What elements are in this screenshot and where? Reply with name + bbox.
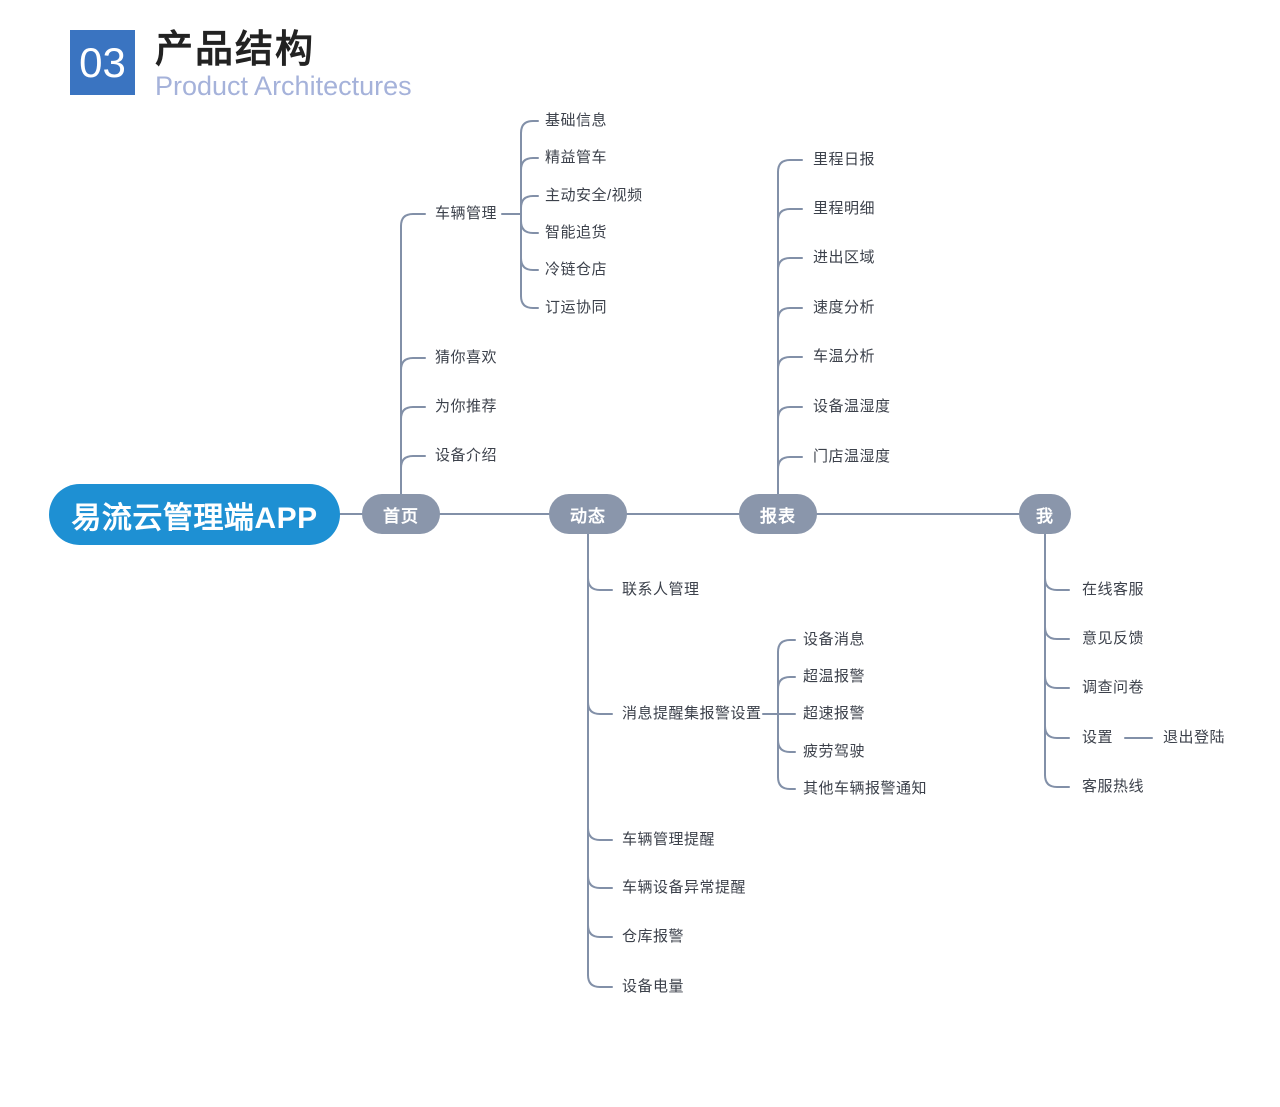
mindmap-node-label: 车辆设备异常提醒 [622,879,747,896]
connector-line [587,924,613,938]
mindmap-node-label: 车辆管理提醒 [622,831,716,848]
title-block: 产品结构 Product Architectures [155,29,412,102]
tab-node: 报表 [739,494,817,534]
mindmap-node-label: 仓库报警 [622,928,685,945]
connector-line [777,208,803,222]
mindmap-node-label: 里程明细 [813,200,876,217]
connector-line [520,295,539,309]
mindmap-node-label: 意见反馈 [1082,630,1145,647]
tab-node: 动态 [549,494,627,534]
connector-line [1044,577,1070,591]
section-number-badge: 03 [70,30,135,95]
connector-line [520,257,539,271]
mindmap-node-label: 基础信息 [545,112,608,129]
connector-line [587,701,613,715]
connector-line [400,213,426,227]
connector-line [400,455,426,469]
mindmap-node-label: 设备电量 [622,978,685,995]
connector-line [777,739,796,753]
connector-line [777,676,796,690]
tab-node: 首页 [362,494,440,534]
connector-line [587,827,613,841]
connector-line [777,307,803,321]
connector-line [777,406,803,420]
mindmap-node-label: 订运协同 [545,299,608,316]
connector-line [520,157,539,171]
connector-line [520,195,539,209]
connector-line [777,159,803,173]
mindmap-node-label: 超温报警 [803,668,866,685]
mindmap-node-label: 精益管车 [545,149,608,166]
connector-line [777,356,803,370]
connector-line [400,406,426,420]
connector-line [587,875,613,889]
slide-header: 03 产品结构 Product Architectures [70,29,412,102]
mindmap-node-label: 联系人管理 [622,581,700,598]
page-subtitle: Product Architectures [155,71,412,102]
mindmap-node-label: 超速报警 [803,705,866,722]
connector-line [400,357,426,371]
mindmap-node-label: 调查问卷 [1082,679,1145,696]
connector-line [587,577,613,591]
mindmap-node-label: 疲劳驾驶 [803,743,866,760]
page-title: 产品结构 [155,29,316,71]
connector-line [520,220,539,234]
connector-line [777,639,796,653]
mindmap-node-label: 速度分析 [813,299,876,316]
mindmap-node-label: 猜你喜欢 [435,349,498,366]
mindmap-node-label: 设置 [1082,729,1114,746]
mindmap-node-label: 客服热线 [1082,778,1145,795]
mindmap-node-label: 为你推荐 [435,398,498,415]
mindmap-node-label: 在线客服 [1082,581,1145,598]
root-node: 易流云管理端APP [49,484,340,545]
connector-line [777,257,803,271]
connector-line [777,456,803,470]
mindmap-node-label: 设备温湿度 [813,398,891,415]
mindmap-node-label: 车辆管理 [435,205,498,222]
connector-line [1044,675,1070,689]
mindmap-node-label: 设备消息 [803,631,866,648]
mindmap-node-label: 门店温湿度 [813,448,891,465]
mindmap-node-label: 退出登陆 [1163,729,1226,746]
tab-node: 我 [1019,494,1071,534]
mindmap-node-label: 车温分析 [813,348,876,365]
mindmap-node-label: 设备介绍 [435,447,498,464]
mindmap-node-label: 主动安全/视频 [545,187,643,204]
connector-line [1044,774,1070,788]
mindmap-node-label: 消息提醒集报警设置 [622,705,762,722]
connector-line [1044,725,1070,739]
connector-line [587,974,613,988]
connector-line [520,120,539,134]
mindmap-node-label: 冷链仓店 [545,261,608,278]
mindmap-node-label: 进出区域 [813,249,876,266]
mindmap-node-label: 智能追货 [545,224,608,241]
mindmap-node-label: 其他车辆报警通知 [803,780,928,797]
connector-line [1044,626,1070,640]
mindmap-node-label: 里程日报 [813,151,876,168]
connector-line [777,776,796,790]
